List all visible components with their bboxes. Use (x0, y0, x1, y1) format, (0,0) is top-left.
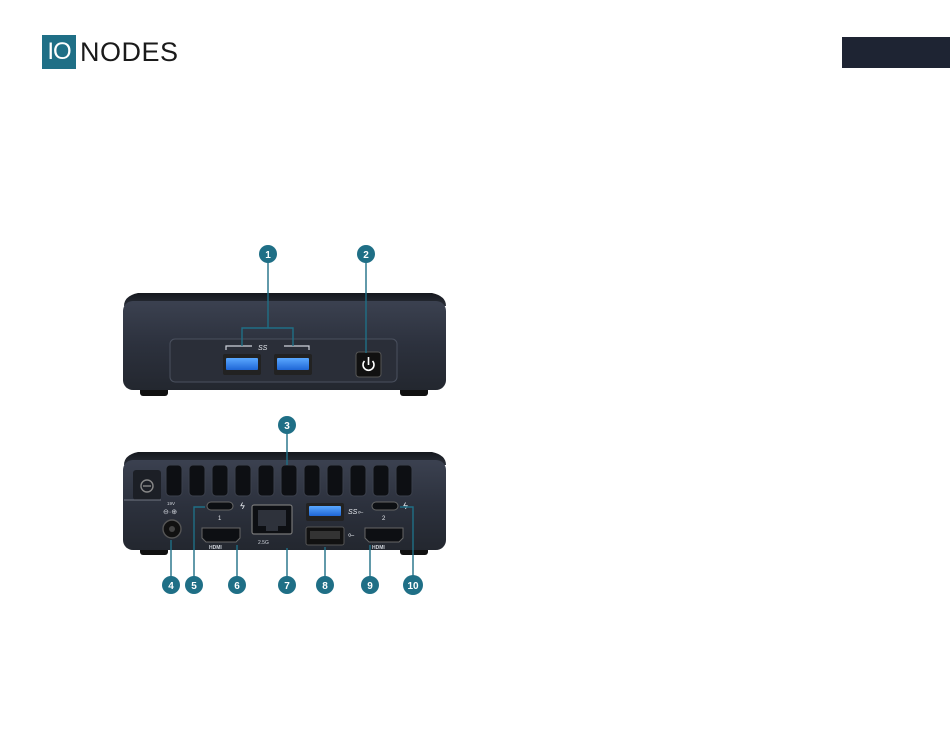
svg-text:2: 2 (363, 250, 369, 261)
rear-vents (166, 465, 412, 496)
svg-text:4: 4 (168, 581, 174, 592)
usb3-ss-logo: SS⟜ (348, 509, 363, 516)
callout-8: 8 (316, 576, 334, 594)
lan-port-inner (258, 510, 286, 526)
callout-3: 3 (278, 416, 296, 434)
callout-4: 4 (162, 576, 180, 594)
hdmi-port-2 (365, 528, 403, 542)
thunderbolt-port-1 (207, 502, 233, 510)
svg-text:3: 3 (284, 421, 290, 432)
thunderbolt-port-2 (372, 502, 398, 510)
svg-text:8: 8 (322, 581, 328, 592)
svg-text:5: 5 (191, 581, 197, 592)
callout-6: 6 (228, 576, 246, 594)
front-usb-port-2-tongue (277, 358, 309, 370)
hdmi-1-label: HDMI (209, 545, 222, 551)
svg-text:9: 9 (367, 581, 373, 592)
rear-view: 19V ⊖·⊕ ϟ 1 HDMI 2.5G SS⟜ ⟜ ϟ 2 HDMI (123, 433, 446, 577)
svg-text:1: 1 (265, 250, 271, 261)
svg-text:7: 7 (284, 581, 290, 592)
callout-10: 10 (403, 575, 423, 595)
svg-text:6: 6 (234, 581, 240, 592)
front-usb-port-1-tongue (226, 358, 258, 370)
rear-usb3-tongue (309, 506, 341, 516)
callout-1: 1 (259, 245, 277, 263)
dc-jack-pin (169, 526, 175, 532)
thunderbolt-icon: ϟ (240, 501, 245, 511)
hdmi-port-1 (202, 528, 240, 542)
svg-text:10: 10 (407, 581, 419, 592)
usb-icon: ⟜ (348, 530, 355, 539)
dc-voltage-label: 19V (167, 501, 175, 506)
callout-7: 7 (278, 576, 296, 594)
callout-5: 5 (185, 576, 203, 594)
usb-ss-logo: SS (258, 345, 268, 352)
thunderbolt-icon-2: ϟ (403, 501, 408, 511)
lan-port-clip (266, 526, 278, 531)
lock-slot-icon (133, 470, 161, 500)
callout-9: 9 (361, 576, 379, 594)
hdmi-2-label: HDMI (372, 545, 385, 551)
callout-2: 2 (357, 245, 375, 263)
rear-usb2-tongue (310, 531, 340, 539)
dc-polarity-symbol: ⊖·⊕ (163, 509, 177, 516)
front-view: SS (123, 262, 446, 396)
lan-speed-label: 2.5G (258, 540, 269, 546)
